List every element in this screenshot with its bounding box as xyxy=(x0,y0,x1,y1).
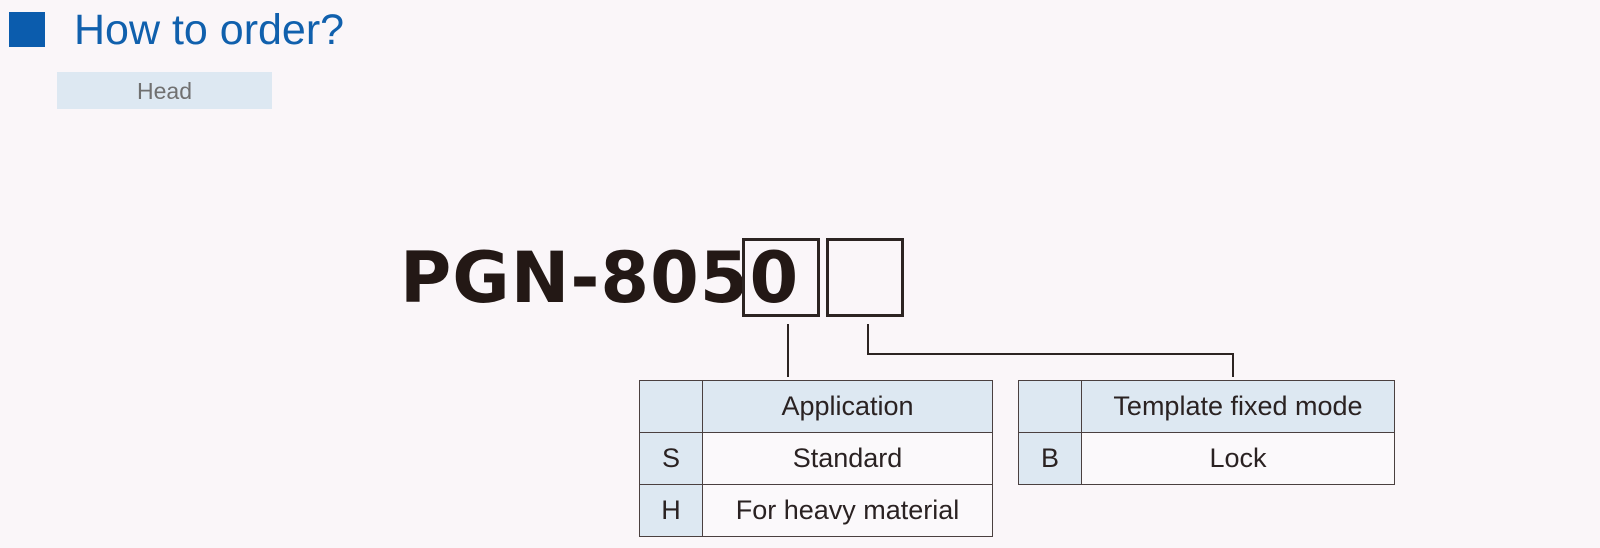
fixed-mode-header: Template fixed mode xyxy=(1081,380,1395,433)
page-title: How to order? xyxy=(74,6,345,54)
table-row: B Lock xyxy=(1018,432,1395,485)
desc-cell: For heavy material xyxy=(702,484,993,537)
application-table: Application S Standard H For heavy mater… xyxy=(639,380,993,537)
code-header-cell xyxy=(639,380,703,433)
table-header-row: Template fixed mode xyxy=(1018,380,1395,433)
table-row: S Standard xyxy=(639,432,993,485)
option-box-application xyxy=(742,238,820,317)
connector-fixed-mode-v2 xyxy=(1232,353,1234,377)
application-header: Application xyxy=(702,380,993,433)
desc-cell: Standard xyxy=(702,432,993,485)
table-row: H For heavy material xyxy=(639,484,993,537)
head-tab[interactable]: Head xyxy=(57,72,272,109)
model-prefix: PGN-8050 xyxy=(400,237,800,319)
fixed-mode-table: Template fixed mode B Lock xyxy=(1018,380,1395,485)
code-header-cell xyxy=(1018,380,1082,433)
option-box-fixed-mode xyxy=(826,238,904,317)
table-header-row: Application xyxy=(639,380,993,433)
desc-cell: Lock xyxy=(1081,432,1395,485)
connector-fixed-mode-h xyxy=(867,353,1233,355)
connector-application xyxy=(787,324,789,377)
title-marker-icon xyxy=(9,12,45,47)
code-cell: B xyxy=(1018,432,1082,485)
code-cell: S xyxy=(639,432,703,485)
connector-fixed-mode-v1 xyxy=(867,324,869,354)
code-cell: H xyxy=(639,484,703,537)
